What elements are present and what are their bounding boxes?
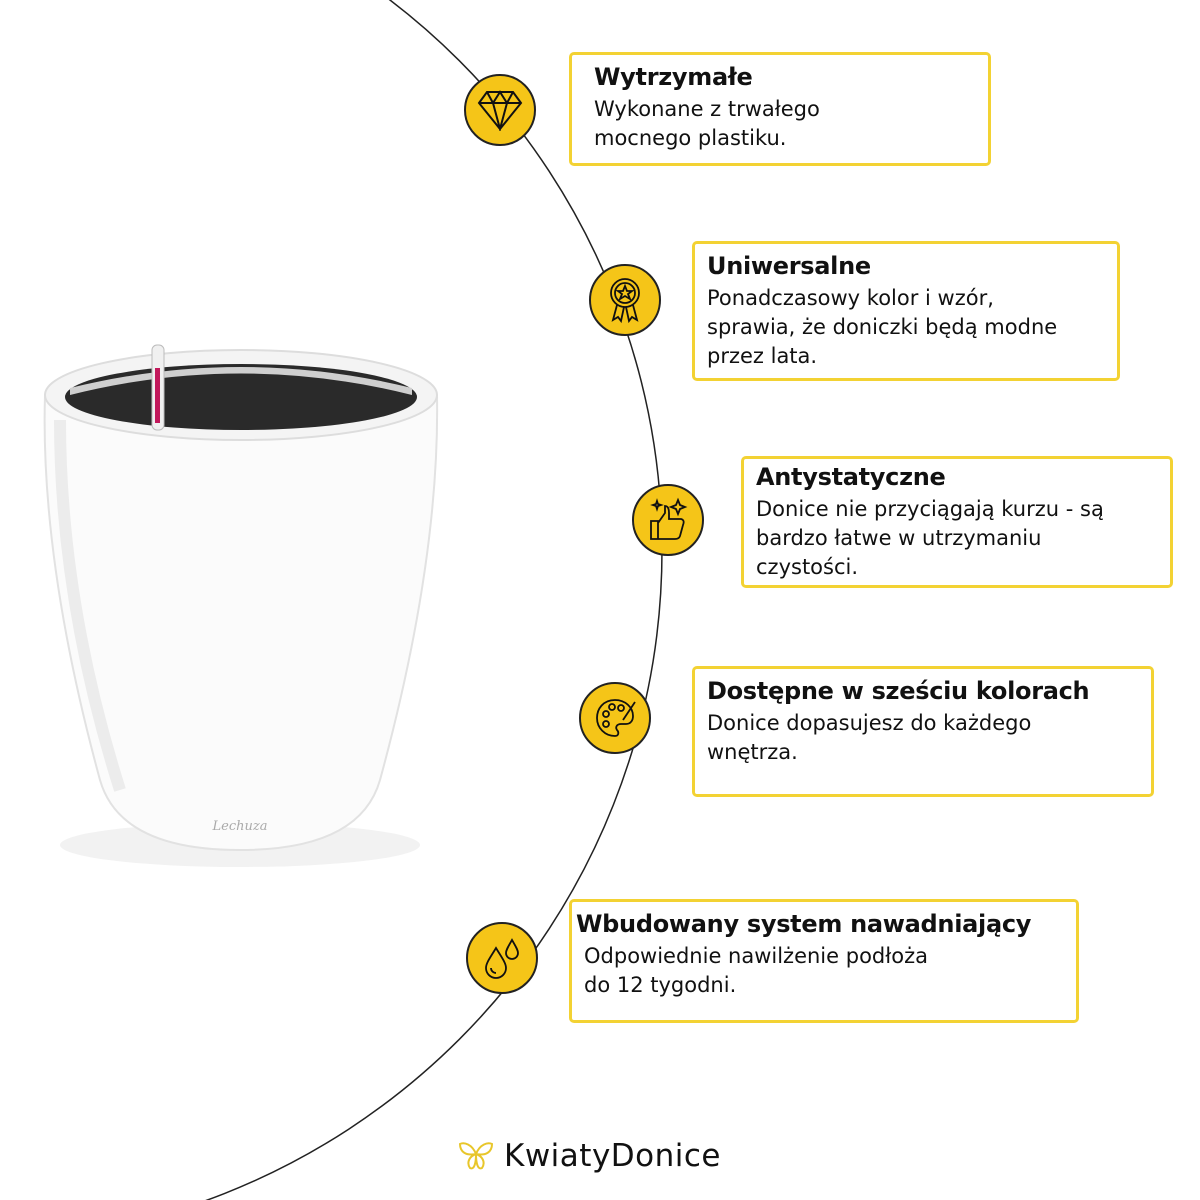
feature-text-line: sprawia, że doniczki będą modne [707,315,1058,339]
feature-text-line: Donice dopasujesz do każdego [707,711,1032,735]
feature-card-universal: Uniwersalne Ponadczasowy kolor i wzór, s… [692,241,1120,381]
feature-text-line: Ponadczasowy kolor i wzór, [707,286,994,310]
feature-title: Uniwersalne [707,252,871,280]
feature-text-line: Donice nie przyciągają kurzu - są [756,497,1104,521]
feature-card-antistatic: Antystatyczne Donice nie przyciągają kur… [741,456,1173,588]
feature-card-colors: Dostępne w sześciu kolorach Donice dopas… [692,666,1154,797]
feature-card-irrigation: Wbudowany system nawadniający Odpowiedni… [569,899,1079,1023]
feature-text-line: czystości. [756,555,859,579]
feature-title: Wbudowany system nawadniający [576,910,1032,938]
diamond-icon [464,74,536,146]
feature-text-line: Odpowiednie nawilżenie podłoża [584,944,928,968]
feature-title: Wytrzymałe [594,63,753,91]
award-medal-icon [589,264,661,336]
feature-card-durable: Wytrzymałe Wykonane z trwałego mocnego p… [569,52,991,166]
palette-icon [579,682,651,754]
thumbs-up-sparkle-icon [632,484,704,556]
feature-title: Antystatyczne [756,463,946,491]
water-drops-icon [466,922,538,994]
product-pot-image: Lechuza [43,344,439,867]
feature-text-line: wnętrza. [707,740,798,764]
feature-text-line: do 12 tygodni. [584,973,737,997]
feature-text-line: mocnego plastiku. [594,126,787,150]
logo-text: KwiatyDonice [504,1138,722,1174]
feature-text-line: bardzo łatwe w utrzymaniu [756,526,1042,550]
feature-text-line: Wykonane z trwałego [594,97,820,121]
brand-logo: KwiatyDonice [458,1138,721,1174]
butterfly-logo-icon [458,1142,494,1170]
pot-brand-mark: Lechuza [212,819,268,834]
feature-text-line: przez lata. [707,344,818,368]
feature-title: Dostępne w sześciu kolorach [707,677,1090,705]
